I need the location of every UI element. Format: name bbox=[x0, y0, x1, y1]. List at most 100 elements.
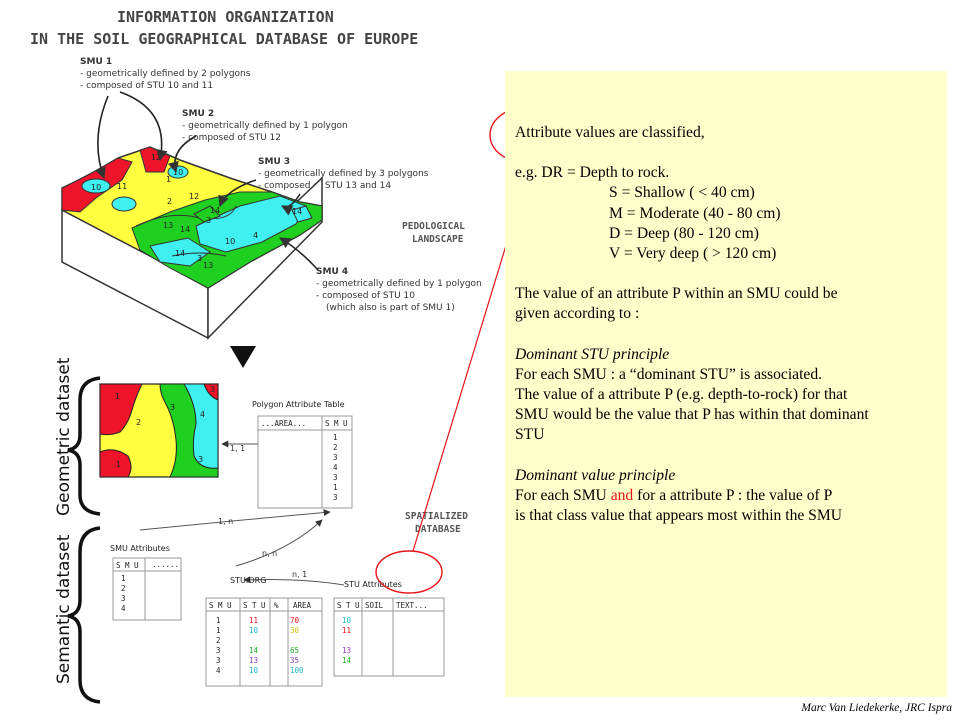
principle-1-line: SMU would be the value that P has within… bbox=[515, 406, 869, 424]
note-class-deep: D = Deep (80 - 120 cm) bbox=[609, 224, 759, 242]
geometric-brace bbox=[67, 376, 101, 516]
note-value-intro-cont: given according to : bbox=[515, 305, 640, 323]
polygon-table-title: Polygon Attribute Table bbox=[252, 400, 345, 409]
principle-1-line: STU bbox=[515, 426, 545, 444]
stu-org-pct-cell: 30 bbox=[290, 626, 300, 635]
pedological-label: PEDOLOGICAL bbox=[402, 221, 465, 232]
polygon-table-cell: 3 bbox=[333, 493, 338, 502]
stu-attributes-header-soil: SOIL bbox=[365, 601, 384, 610]
map-number: 3 bbox=[170, 403, 175, 412]
principle-2-text: for a attribute P : the value of P bbox=[633, 486, 833, 504]
semantic-brace bbox=[67, 526, 101, 704]
landscape-number: 12 bbox=[151, 153, 161, 162]
principle-2-and-highlight: and bbox=[610, 486, 634, 504]
stu-attributes-cell: 10 bbox=[342, 616, 352, 625]
landscape-number: 4 bbox=[253, 231, 258, 240]
landscape-number: 1 bbox=[166, 175, 171, 184]
smu-note-line: - composed of STU 10 bbox=[316, 291, 415, 301]
polygon-table-header-smu: S M U bbox=[325, 419, 348, 428]
note-class-moderate: M = Moderate (40 - 80 cm) bbox=[609, 204, 781, 222]
smu-note-title: SMU 4 bbox=[316, 267, 348, 277]
diagram-title: INFORMATION ORGANIZATION IN THE SOIL GEO… bbox=[30, 8, 418, 48]
smu-3-note: SMU 3 - geometrically defined by 3 polyg… bbox=[258, 157, 429, 191]
stu-org-stu-cell: 14 bbox=[249, 646, 259, 655]
landscape-number: 10 bbox=[173, 168, 183, 177]
stu-attributes-title: STU Attributes bbox=[344, 580, 402, 589]
landscape-number: 14 bbox=[210, 206, 220, 215]
smu-attributes-cell: 4 bbox=[121, 604, 126, 613]
stu-org-smu-cell: 1 bbox=[216, 626, 221, 635]
smu-note-line: - geometrically defined by 2 polygons bbox=[80, 69, 251, 79]
polygon-table-cell: 1 bbox=[333, 433, 338, 442]
smu-attributes-header-smu: S M U bbox=[116, 561, 139, 570]
principle-2-text: For each SMU bbox=[515, 486, 611, 504]
stu-attributes-header-text: TEXT... bbox=[396, 601, 428, 610]
callout-circle-bottom bbox=[375, 550, 443, 594]
author-credit: Marc Van Liedekerke, JRC Ispra bbox=[801, 702, 952, 714]
smu-note-line: - composed of STU 12 bbox=[182, 133, 281, 143]
down-arrow-icon bbox=[230, 346, 256, 368]
stu-attributes-header-stu: S T U bbox=[337, 601, 360, 610]
stu-org-title: STU.ORG bbox=[230, 576, 266, 585]
smu-attributes-title: SMU Attributes bbox=[110, 544, 170, 553]
geo-link-label: 1, 1 bbox=[230, 444, 245, 453]
note-value-intro: The value of an attribute P within an SM… bbox=[515, 285, 838, 303]
landscape-number: 10 bbox=[225, 237, 235, 246]
note-classified: Attribute values are classified, bbox=[515, 124, 705, 141]
principle-1-line: The value of a attribute P (e.g. depth-t… bbox=[515, 386, 848, 404]
database-label: DATABASE bbox=[415, 524, 461, 535]
stu-org-smu-cell: 3 bbox=[216, 646, 221, 655]
stu-org-pct-cell: 35 bbox=[290, 656, 299, 665]
stu-attributes-cell: 13 bbox=[342, 646, 351, 655]
smu-note-title: SMU 2 bbox=[182, 109, 214, 119]
landscape-number: 2 bbox=[167, 197, 172, 206]
smu-attributes-header-dots: ...... bbox=[152, 560, 179, 569]
smu-note-line: - geometrically defined by 1 polygon bbox=[316, 279, 482, 289]
map-number: 3 bbox=[210, 385, 215, 394]
stu-org-header-stu: S T U bbox=[243, 601, 266, 610]
smu-2-note: SMU 2 - geometrically defined by 1 polyg… bbox=[182, 109, 348, 143]
stu-attributes-cell: 14 bbox=[342, 656, 352, 665]
smu-attributes-cell: 3 bbox=[121, 594, 126, 603]
map-number: 1 bbox=[115, 392, 120, 401]
smu-note-title: SMU 1 bbox=[80, 57, 112, 67]
stu-org-smu-cell: 4 bbox=[216, 666, 221, 675]
stu-org-smu-cell: 3 bbox=[216, 656, 221, 665]
note-arrows bbox=[95, 91, 319, 271]
landscape-number: 14 bbox=[292, 207, 302, 216]
smu-1-note: SMU 1 - geometrically defined by 2 polyg… bbox=[80, 57, 251, 91]
stu-org-smu-cell: 1 bbox=[216, 616, 221, 625]
geometric-dataset-label: Geometric dataset bbox=[54, 357, 74, 516]
principle-2-line-1: For each SMU and for a attribute P : the… bbox=[515, 486, 947, 506]
explanation-panel: Attribute values are classified, e.g. DR… bbox=[505, 71, 947, 697]
stu-attributes-cell: 11 bbox=[342, 626, 351, 635]
landscape-number: 11 bbox=[117, 182, 127, 191]
stu-org-header-smu: S M U bbox=[209, 601, 232, 610]
stu-link-label: n, 1 bbox=[292, 570, 307, 579]
smu-note-line: - geometrically defined by 3 polygons bbox=[258, 169, 429, 179]
map-number: 4 bbox=[200, 410, 205, 419]
landscape-number: 3 bbox=[197, 254, 202, 263]
landscape-number: 14 bbox=[180, 225, 190, 234]
landscape-number: 10 bbox=[91, 183, 101, 192]
stu-org-header-pct: % bbox=[274, 601, 279, 610]
principle-1-title: Dominant STU principle bbox=[515, 345, 670, 363]
stu-org-pct-cell: 65 bbox=[290, 646, 299, 655]
polygon-table-cell: 3 bbox=[333, 453, 338, 462]
polygon-table-cell: 3 bbox=[333, 473, 338, 482]
stu-org-pct-cell: 100 bbox=[290, 666, 304, 675]
landscape-number: 13 bbox=[203, 261, 213, 270]
map-number: 3 bbox=[198, 455, 203, 464]
note-class-shallow: S = Shallow ( < 40 cm) bbox=[609, 184, 755, 202]
smu-4-note: SMU 4 - geometrically defined by 1 polyg… bbox=[316, 267, 482, 313]
smu-attributes-cell: 1 bbox=[121, 574, 126, 583]
landscape-number: 12 bbox=[189, 192, 199, 201]
